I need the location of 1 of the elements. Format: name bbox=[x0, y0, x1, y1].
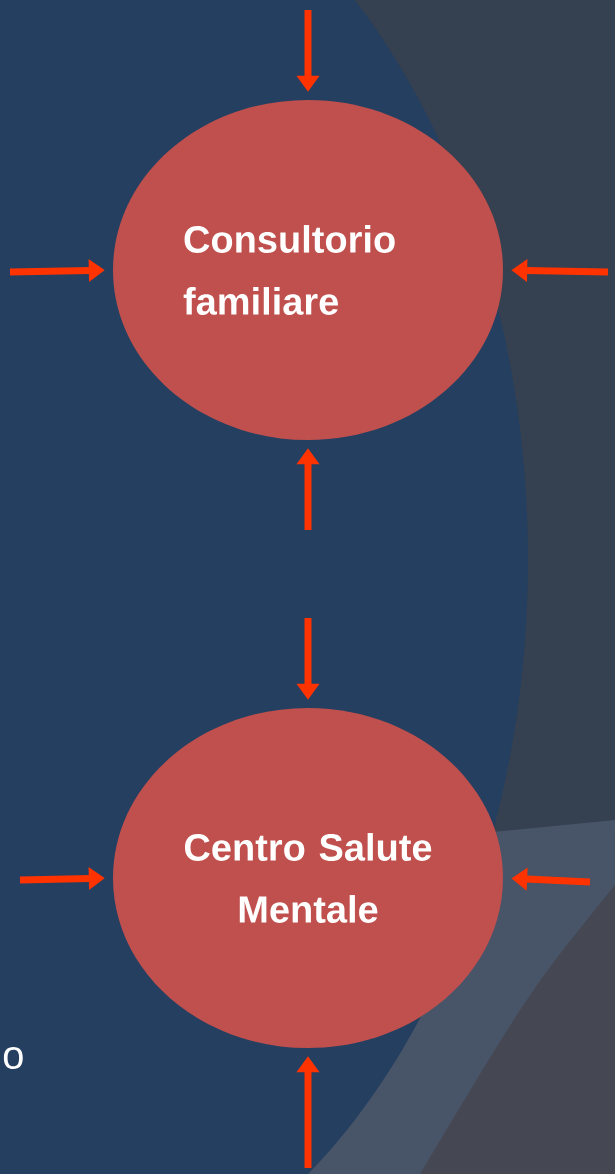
label-text: o bbox=[3, 1047, 23, 1069]
